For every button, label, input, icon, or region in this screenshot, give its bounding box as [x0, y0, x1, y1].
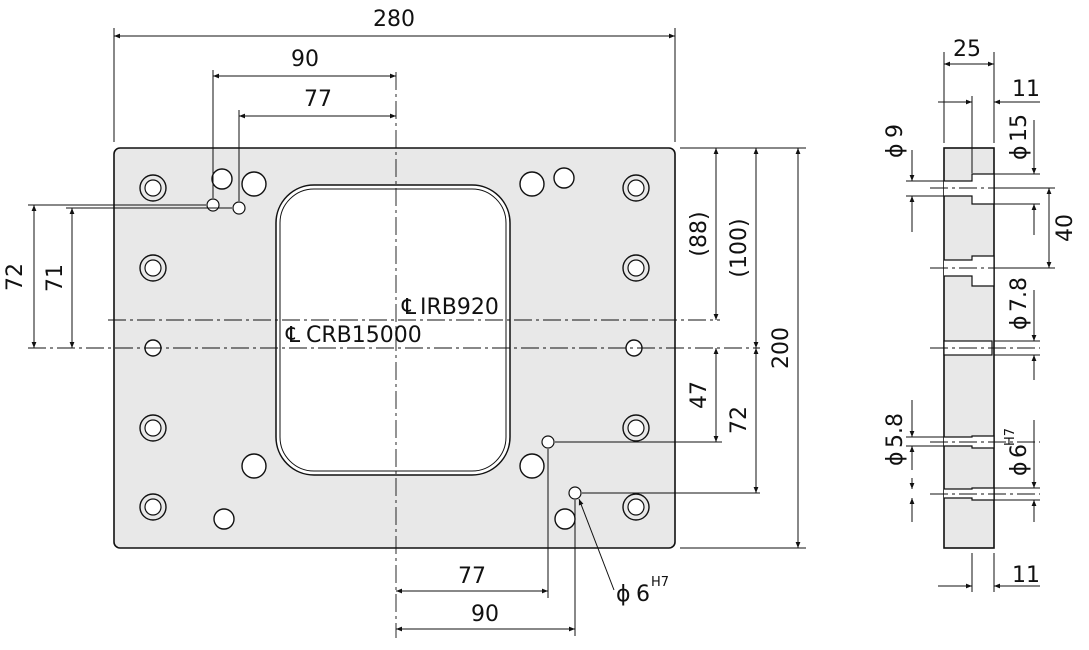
- pin-dia-symbol: ϕ: [616, 582, 631, 607]
- dimension-lines: [31, 33, 801, 632]
- dim-left-71: 71: [43, 264, 68, 292]
- centerline-symbol: ℄: [285, 323, 301, 348]
- d6-value: 6: [1007, 444, 1032, 458]
- d78-symbol: ϕ: [1007, 315, 1032, 330]
- centerline-symbol: ℄: [401, 295, 417, 320]
- dim-thickness-25: 25: [953, 37, 981, 62]
- pin-dia-value: 6: [636, 582, 650, 607]
- d15-symbol: ϕ: [1007, 145, 1032, 160]
- crb15000-label: CRB15000: [306, 323, 422, 348]
- d15-value: 15: [1007, 114, 1032, 142]
- dim-top-90: 90: [291, 47, 319, 72]
- d58-symbol: ϕ: [883, 451, 908, 466]
- d58-value: 5.8: [883, 413, 908, 448]
- counterbore-section: [944, 173, 995, 205]
- dim-top-11: 11: [1012, 77, 1040, 102]
- dim-bottom-11: 11: [1012, 563, 1040, 588]
- dim-overall-width: 280: [373, 7, 415, 32]
- d6-tolerance: H7: [1003, 428, 1018, 446]
- d78-value: 7.8: [1007, 277, 1032, 312]
- d9-symbol: ϕ: [883, 143, 908, 158]
- dim-right-88: (88): [687, 211, 712, 256]
- dim-bottom-77: 77: [458, 564, 486, 589]
- dim-spacing-40: 40: [1053, 214, 1078, 242]
- dim-right-100: (100): [727, 218, 752, 277]
- dim-height-200: 200: [769, 327, 794, 369]
- d6-symbol: ϕ: [1007, 461, 1032, 476]
- dim-right-47: 47: [687, 381, 712, 409]
- side-dimension-lines: [909, 61, 1052, 589]
- dim-right-72: 72: [727, 406, 752, 434]
- dim-left-72: 72: [3, 263, 28, 291]
- central-window: [275, 184, 511, 476]
- side-view: 25 11 11 ϕ 9 ϕ 15 40 ϕ 7.8 ϕ 5.8 ϕ 6 H7: [883, 37, 1078, 592]
- dim-top-77: 77: [304, 87, 332, 112]
- pin-holes: [206, 198, 582, 500]
- counterbore-section: [944, 255, 995, 287]
- d9-value: 9: [883, 124, 908, 138]
- dim-bottom-90: 90: [471, 602, 499, 627]
- central-window-chamfer: [279, 188, 507, 472]
- counterbored-holes: [139, 174, 650, 521]
- front-view: 280 90 77 72 71 (88) (100) 200 47 72 77 …: [3, 7, 806, 638]
- irb920-label: IRB920: [420, 295, 499, 320]
- pin-tolerance: H7: [651, 575, 669, 590]
- extension-lines: [28, 28, 806, 636]
